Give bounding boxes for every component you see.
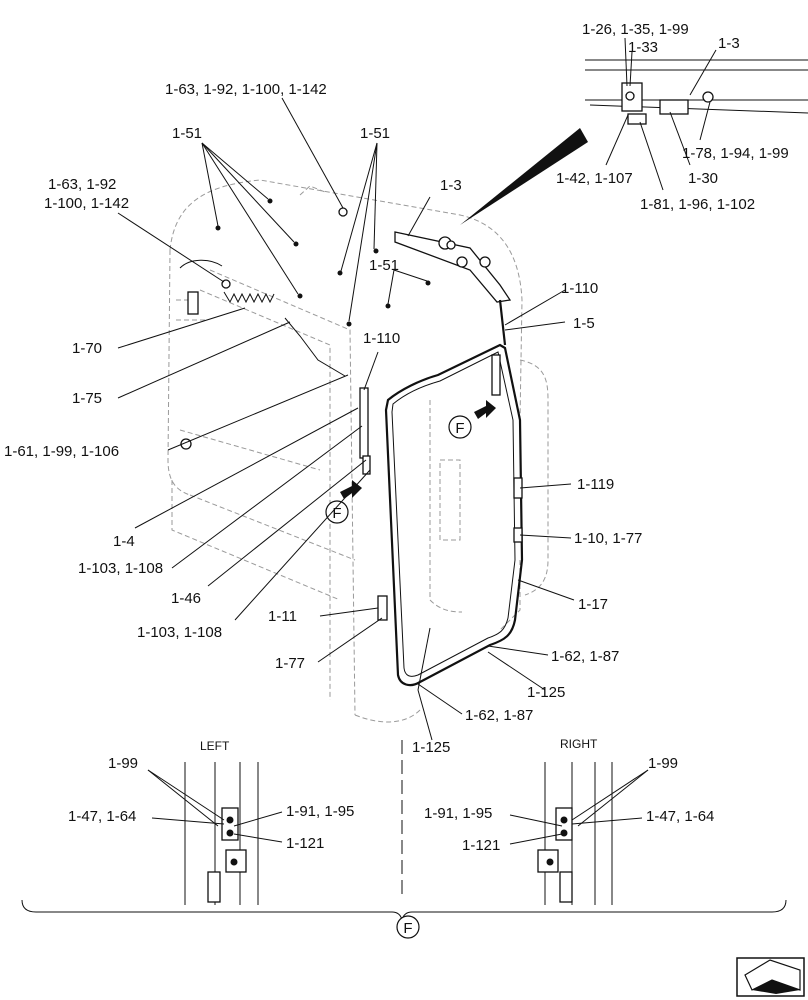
callout-1-51-right: 1-51 bbox=[360, 125, 390, 142]
callout-1-125-a: 1-125 bbox=[527, 684, 565, 701]
callout-1-46: 1-46 bbox=[171, 590, 201, 607]
view-arrow-right: F bbox=[448, 400, 496, 439]
right-view-title: RIGHT bbox=[560, 737, 598, 751]
detail-marker-f-left: F bbox=[332, 505, 341, 522]
right-callout-1-47-1-64: 1-47, 1-64 bbox=[646, 808, 714, 825]
detail-divider: F bbox=[21, 740, 787, 939]
cab-body-outline bbox=[167, 179, 549, 723]
left-callout-1-99: 1-99 bbox=[108, 755, 138, 772]
callout-1-4: 1-4 bbox=[113, 533, 135, 550]
left-callout-1-47-1-64: 1-47, 1-64 bbox=[68, 808, 136, 825]
callout-1-11: 1-11 bbox=[268, 608, 297, 625]
right-detail-view: RIGHT 1-99 1-91, 1-95 1-47, 1-64 1-121 bbox=[424, 737, 714, 905]
callout-1-62-1-87-b: 1-62, 1-87 bbox=[465, 707, 533, 724]
callout-1-77: 1-77 bbox=[275, 655, 305, 672]
callout-1-81-1-96-1-102: 1-81, 1-96, 1-102 bbox=[640, 196, 755, 213]
callout-1-78-1-94-1-99: 1-78, 1-94, 1-99 bbox=[682, 145, 789, 162]
callout-1-30: 1-30 bbox=[688, 170, 718, 187]
inset-hinge-detail bbox=[446, 59, 808, 250]
left-callout-1-121: 1-121 bbox=[286, 835, 324, 852]
hinge-bracket bbox=[394, 231, 512, 303]
callout-1-119: 1-119 bbox=[577, 476, 614, 493]
right-callout-1-91-1-95: 1-91, 1-95 bbox=[424, 805, 492, 822]
door-strut bbox=[359, 387, 388, 621]
callout-1-62-1-87-a: 1-62, 1-87 bbox=[551, 648, 619, 665]
left-detail-view: LEFT 1-99 1-47, 1-64 1-91, 1-95 1-121 bbox=[68, 739, 354, 905]
spring-assembly bbox=[179, 259, 346, 377]
callout-1-110-right: 1-110 bbox=[561, 280, 598, 297]
callout-1-3: 1-3 bbox=[440, 177, 462, 194]
callout-1-61-1-99-1-106: 1-61, 1-99, 1-106 bbox=[4, 443, 119, 460]
right-callout-1-121: 1-121 bbox=[462, 837, 500, 854]
callout-1-51-left: 1-51 bbox=[172, 125, 202, 142]
callout-1-3-inset: 1-3 bbox=[718, 35, 740, 52]
callout-1-63-1-92-1-100-1-142-top: 1-63, 1-92, 1-100, 1-142 bbox=[165, 81, 327, 98]
leader-lines bbox=[117, 37, 717, 741]
cab-fasteners bbox=[180, 198, 431, 450]
callout-1-75: 1-75 bbox=[72, 390, 102, 407]
callout-labels: 1-26, 1-35, 1-99 1-33 1-3 1-63, 1-92, 1-… bbox=[4, 21, 789, 756]
callout-1-110-left: 1-110 bbox=[363, 330, 400, 347]
detail-marker-f-right: F bbox=[455, 420, 464, 437]
page-turn-arrow-icon[interactable] bbox=[736, 957, 805, 997]
door-frame bbox=[384, 299, 524, 687]
callout-1-26-1-35-1-99: 1-26, 1-35, 1-99 bbox=[582, 21, 689, 38]
left-view-title: LEFT bbox=[200, 739, 230, 753]
right-callout-1-99: 1-99 bbox=[648, 755, 678, 772]
callout-1-5: 1-5 bbox=[573, 315, 595, 332]
detail-marker-f-bottom: F bbox=[403, 920, 412, 937]
callout-1-125-b: 1-125 bbox=[412, 739, 450, 756]
left-callout-1-91-1-95: 1-91, 1-95 bbox=[286, 803, 354, 820]
callout-1-17: 1-17 bbox=[578, 596, 608, 613]
callout-1-70: 1-70 bbox=[72, 340, 102, 357]
callout-1-51-mid: 1-51 bbox=[369, 257, 399, 274]
callout-1-103-1-108-b: 1-103, 1-108 bbox=[137, 624, 222, 641]
callout-1-100-1-142: 1-100, 1-142 bbox=[44, 195, 129, 212]
view-arrow-left: F bbox=[325, 480, 362, 524]
callout-1-63-1-92: 1-63, 1-92 bbox=[48, 176, 116, 193]
callout-1-10-1-77: 1-10, 1-77 bbox=[574, 530, 642, 547]
callout-1-103-1-108-a: 1-103, 1-108 bbox=[78, 560, 163, 577]
callout-1-42-1-107: 1-42, 1-107 bbox=[556, 170, 633, 187]
callout-1-33: 1-33 bbox=[628, 39, 658, 56]
